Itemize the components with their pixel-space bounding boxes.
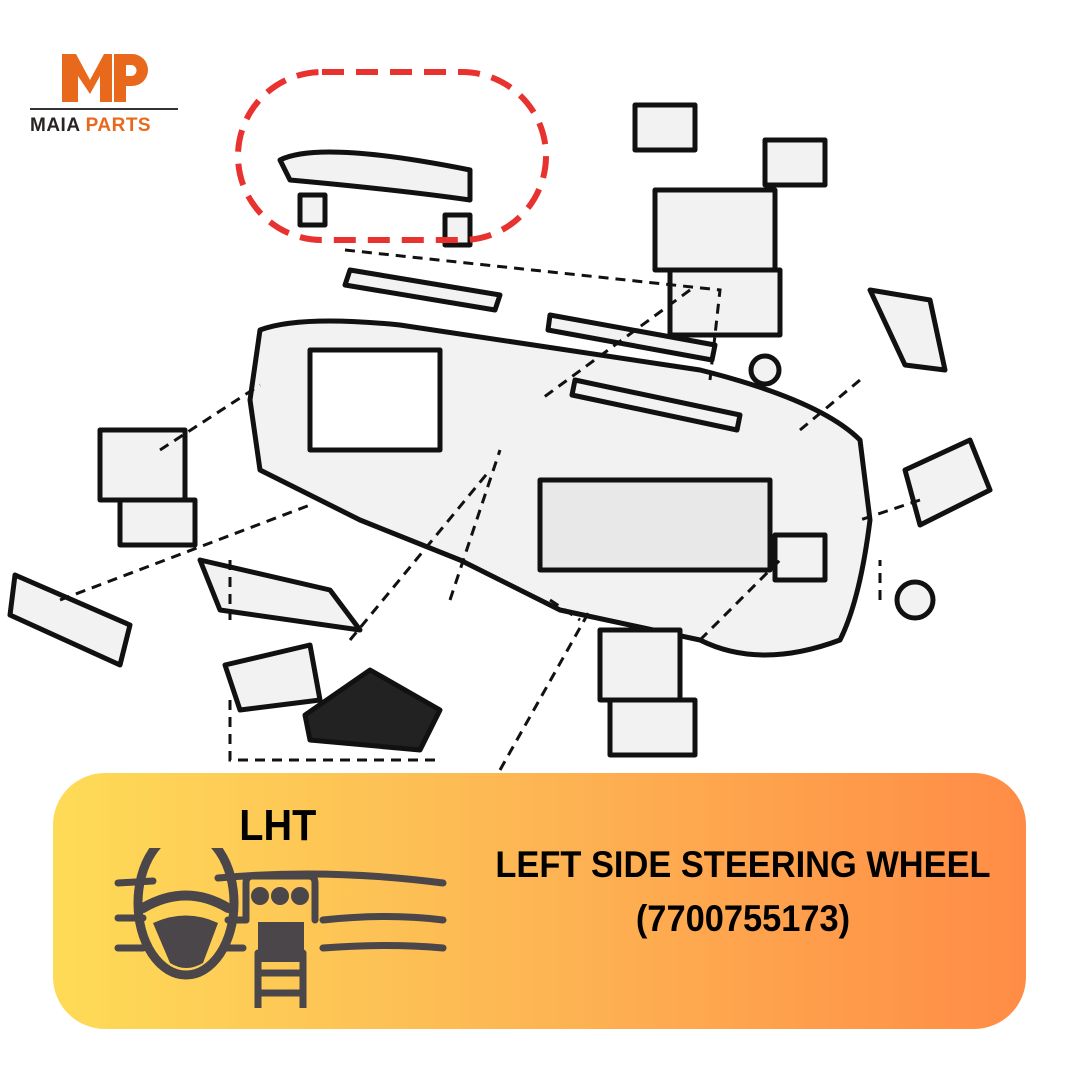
logo-divider (30, 108, 178, 110)
region-code-label: LHT (239, 801, 317, 850)
highlight-outline (235, 69, 549, 243)
brand-name-part2: PARTS (85, 115, 152, 136)
brand-logo: MAIA PARTS (30, 52, 180, 137)
part-number: (7700755173) (635, 898, 851, 939)
brand-name-part1: MAIA (30, 115, 80, 136)
glovebox-lid-part (277, 149, 473, 203)
banner-title-block: LEFT SIDE STEERING WHEEL (7700755173) (483, 838, 1004, 946)
steering-side-title: LEFT SIDE STEERING WHEEL (495, 844, 991, 885)
brand-name: MAIA PARTS (30, 115, 180, 137)
dashboard-steering-wheel-icon (114, 848, 447, 1008)
mp-logo-mark-icon (62, 54, 148, 102)
steering-side-banner: LHT LEFT SIDE STEERING WHEEL (7700755173… (53, 773, 1026, 1029)
dashboard-exploded-diagram (7, 69, 993, 771)
